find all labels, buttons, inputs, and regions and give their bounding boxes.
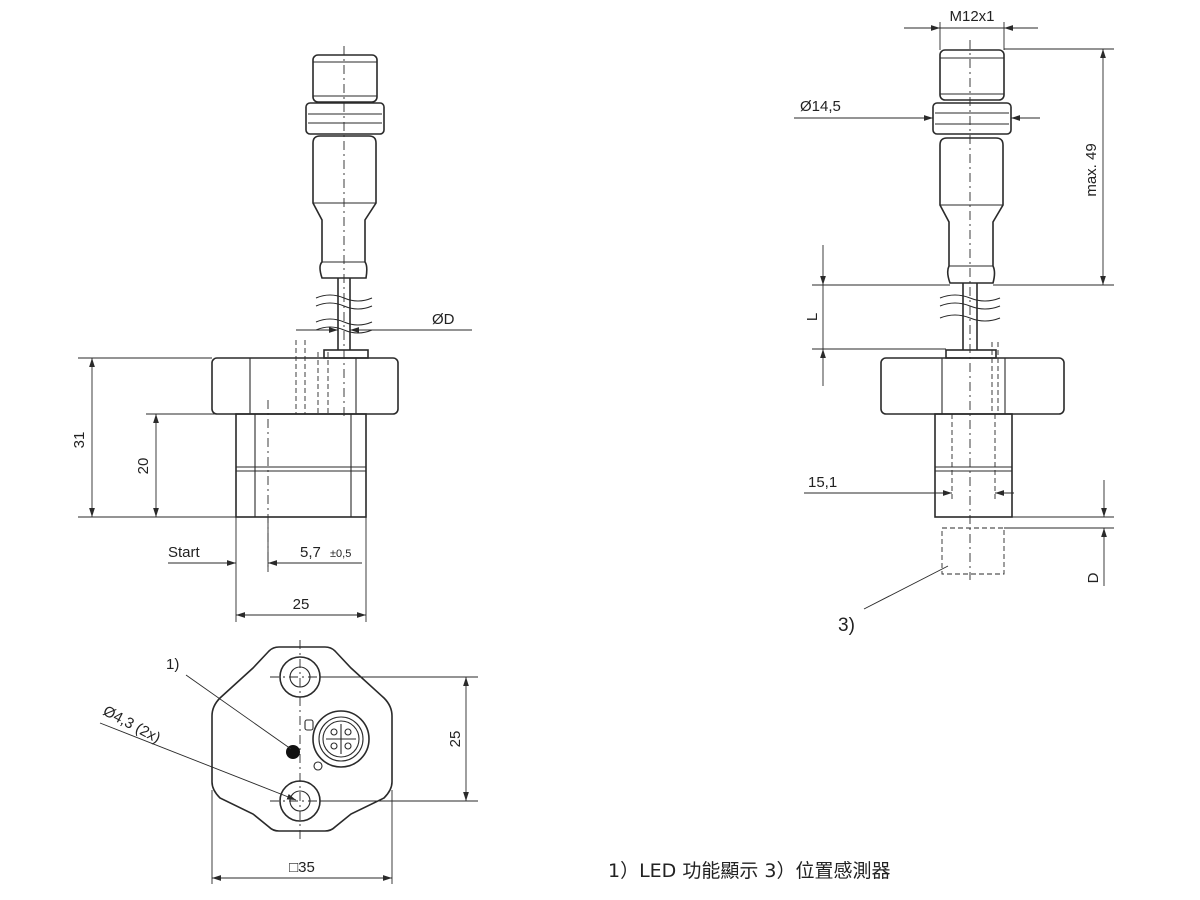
offset-label: 5,7 — [300, 544, 321, 561]
side-view-dimensions: M12x1 Ø14,5 max. 49 L 15,1 D 3) — [794, 8, 1114, 636]
nut-diameter-label: Ø14,5 — [800, 98, 841, 115]
offset-tolerance-label: ±0,5 — [330, 548, 351, 560]
led-indicator — [286, 745, 300, 759]
legend-text: 1）LED 功能顯示 3）位置感測器 — [608, 860, 891, 882]
pitch-25-label: 25 — [447, 731, 464, 748]
start-label: Start — [168, 544, 201, 561]
width-15-1-label: 15,1 — [808, 474, 837, 491]
square-35-label: □35 — [289, 859, 315, 876]
height-20-label: 20 — [135, 458, 152, 475]
width-25-label: 25 — [293, 596, 310, 613]
height-31-label: 31 — [71, 432, 88, 449]
max-length-label: max. 49 — [1083, 143, 1100, 196]
cable-length-label: L — [804, 313, 821, 321]
cable-diameter-label: ØD — [432, 311, 455, 328]
front-view-left — [211, 46, 399, 570]
side-view-right — [880, 40, 1065, 580]
bottom-view — [211, 640, 393, 840]
front-view-dimensions: ØD 31 20 Start 5,7 ±0,5 25 — [71, 311, 472, 622]
hole-diameter-label: Ø4,3 (2x) — [100, 703, 163, 747]
distance-d-label: D — [1085, 572, 1102, 583]
callout-1-label: 1) — [166, 656, 179, 673]
bottom-view-dimensions: 1) Ø4,3 (2x) 25 □35 — [99, 656, 478, 884]
thread-label: M12x1 — [949, 8, 994, 25]
callout-3-label: 3) — [838, 615, 855, 636]
